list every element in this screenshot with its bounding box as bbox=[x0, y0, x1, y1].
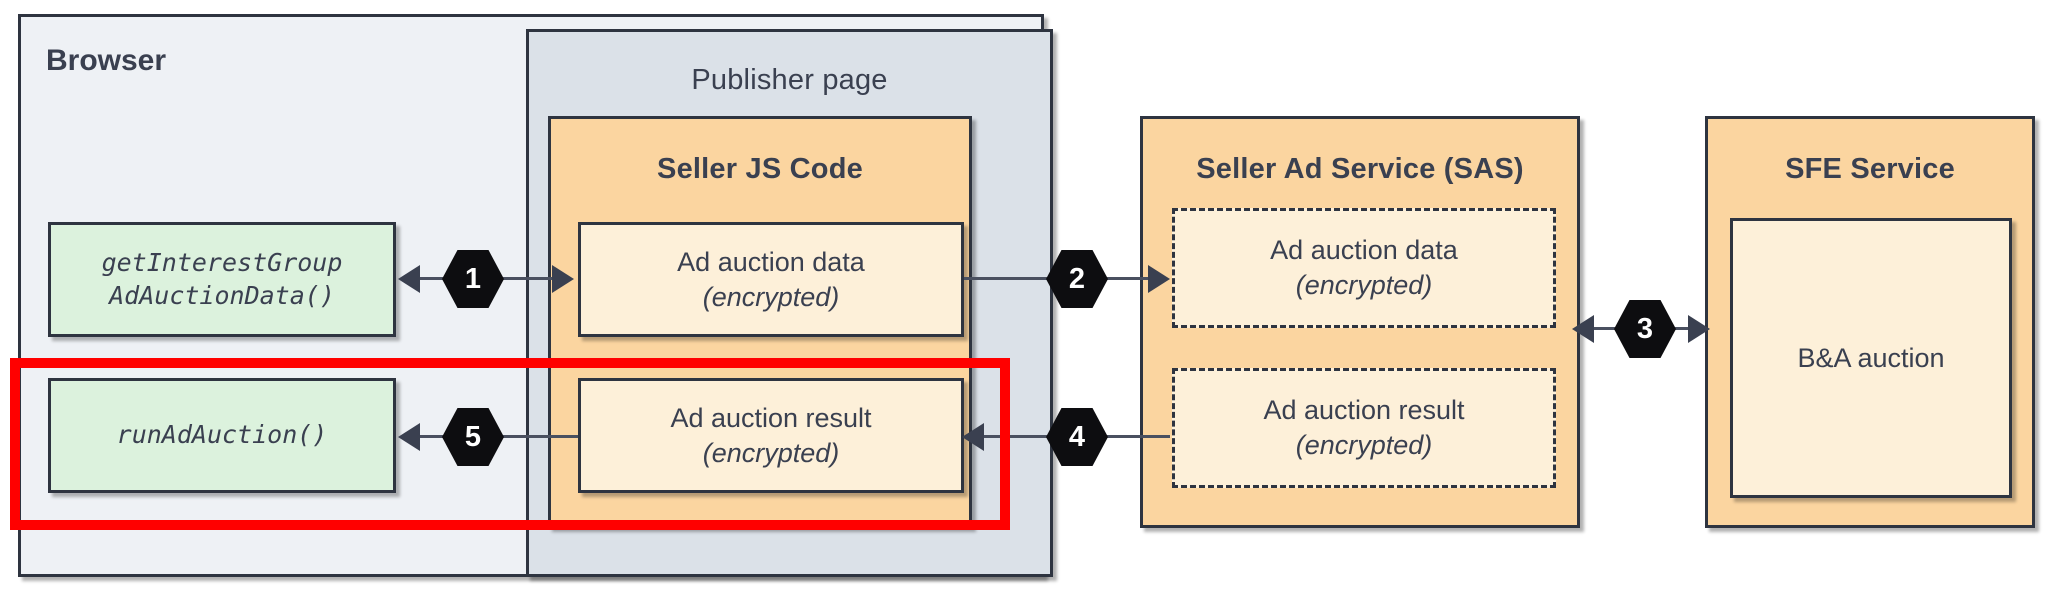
api-line-2: AdAuctionData() bbox=[109, 280, 335, 310]
leaf-label: Ad auction data bbox=[677, 246, 865, 277]
connector-5-arrow-left bbox=[398, 423, 420, 451]
seller-ad-service-title: Seller Ad Service (SAS) bbox=[1196, 153, 1524, 185]
leaf-sublabel: (encrypted) bbox=[1295, 430, 1433, 460]
step-badge-5: 5 bbox=[442, 408, 504, 466]
leaf-label: Ad auction result bbox=[670, 402, 872, 433]
leaf-label: Ad auction data bbox=[1270, 235, 1458, 266]
leaf-label: B&A auction bbox=[1797, 342, 1945, 373]
leaf-sublabel: (encrypted) bbox=[702, 437, 840, 468]
connector-1-arrow-right bbox=[552, 265, 574, 293]
leaf-sublabel: (encrypted) bbox=[702, 281, 840, 312]
connector-4-arrow-left bbox=[962, 423, 984, 451]
step-badge-4: 4 bbox=[1046, 408, 1108, 466]
seller-js-ad-auction-result-box: Ad auction result (encrypted) bbox=[578, 378, 964, 493]
step-badge-2: 2 bbox=[1046, 250, 1108, 308]
api-line-1: getInterestGroup bbox=[101, 248, 343, 277]
sas-ad-auction-result-box: Ad auction result (encrypted) bbox=[1172, 368, 1556, 488]
browser-label: Browser bbox=[46, 44, 167, 77]
run-ad-auction-box: runAdAuction() bbox=[48, 378, 396, 493]
leaf-sublabel: (encrypted) bbox=[1295, 270, 1433, 300]
connector-3-arrow-right bbox=[1688, 315, 1710, 343]
sas-ad-auction-data-box: Ad auction data (encrypted) bbox=[1172, 208, 1556, 328]
connector-2-arrow-right bbox=[1148, 265, 1170, 293]
step-badge-1: 1 bbox=[442, 250, 504, 308]
seller-js-code-title: Seller JS Code bbox=[657, 153, 863, 185]
seller-js-ad-auction-data-box: Ad auction data (encrypted) bbox=[578, 222, 964, 337]
connector-1-arrow-left bbox=[398, 265, 420, 293]
publisher-page-title: Publisher page bbox=[691, 64, 888, 96]
api-line-1: runAdAuction() bbox=[116, 420, 328, 450]
sfe-service-title: SFE Service bbox=[1785, 153, 1955, 185]
get-interest-group-ad-auction-data-box: getInterestGroup AdAuctionData() bbox=[48, 222, 396, 337]
step-badge-3: 3 bbox=[1614, 300, 1676, 358]
connector-3-arrow-left bbox=[1572, 315, 1594, 343]
ba-auction-box: B&A auction bbox=[1730, 218, 2012, 498]
leaf-label: Ad auction result bbox=[1263, 395, 1465, 426]
